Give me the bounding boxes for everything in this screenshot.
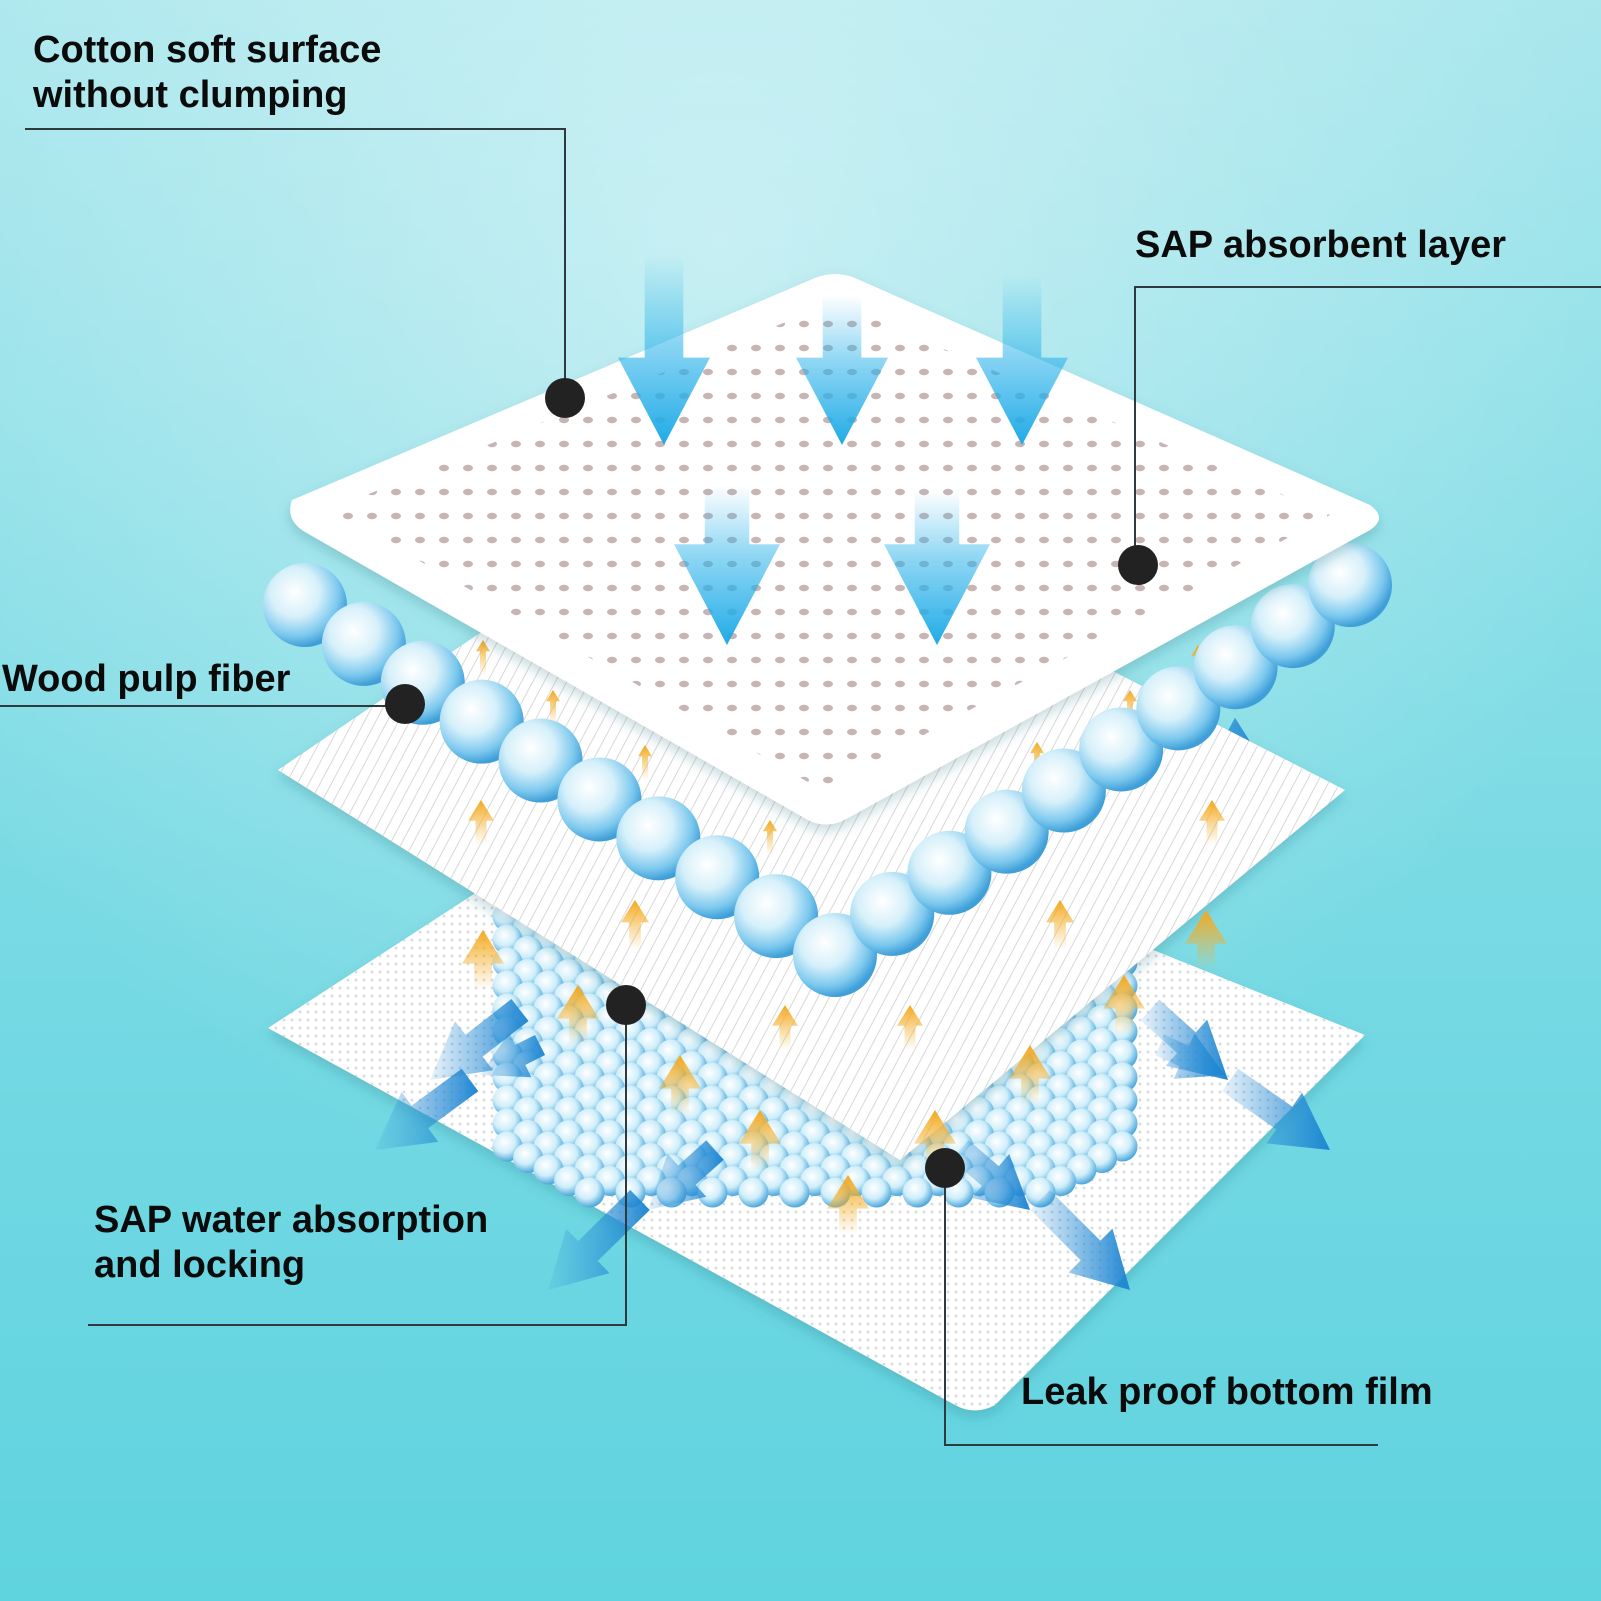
down-arrow-icon [976,275,1068,445]
label-sap-water-absorption: SAP water absorption and locking [94,1198,488,1288]
side-arrow-icon [951,1140,1030,1210]
down-arrows [618,255,1068,645]
callout-line-sap-water [88,1005,627,1326]
callout-dots [385,378,1158,1188]
up-arrow-icon [476,640,490,675]
up-arrow-icon [638,745,652,780]
up-arrow-icon [1046,900,1074,950]
side-arrow-icon [648,1140,724,1210]
down-arrow-icon [674,485,780,645]
callout-dot-icon [545,378,585,418]
side-arrow-icon [430,998,529,1080]
sap-bead [861,1177,892,1208]
up-arrow-icon [621,900,649,950]
up-arrow-icon [1123,690,1137,725]
down-arrow-icon [618,255,710,445]
label-sap-water-line1: SAP water absorption [94,1199,489,1241]
sap-bead [738,1177,769,1208]
up-arrow-icon [1103,975,1145,1035]
up-arrow-icon [462,930,504,990]
up-arrow-icon [739,1110,781,1170]
callout-lines [0,128,1601,1446]
callout-dot-icon [1118,545,1158,585]
sap-bead [902,1177,933,1208]
side-arrow-icon [375,1068,479,1150]
callout-dot-icon [925,1148,965,1188]
up-arrow-icon [1185,910,1227,970]
down-arrow-icon [796,295,888,445]
up-arrow-icon [468,800,494,845]
callout-dot-icon [606,985,646,1025]
up-arrow-icon [763,820,777,855]
label-cotton-line2: without clumping [33,74,348,116]
side-arrow-icon [1155,1033,1225,1079]
sap-big-bead [1308,543,1392,627]
label-cotton-line1: Cotton soft surface [33,29,382,71]
side-arrow-icon [1222,1068,1330,1150]
label-cotton-soft-surface: Cotton soft surface without clumping [33,28,381,118]
label-leak-proof-bottom-film: Leak proof bottom film [1021,1371,1433,1413]
label-sap-absorbent-layer: SAP absorbent layer [1135,224,1507,266]
sap-bead [574,1177,605,1208]
callout-line-leak [944,1168,1378,1446]
callout-line-cotton [25,128,566,398]
up-arrow-icon [827,1175,869,1235]
side-arrow-icon [1030,1190,1130,1290]
side-arrow-icon [480,1032,546,1078]
down-arrow-icon [884,490,990,645]
callout-line-sap-layer [1134,286,1601,565]
sap-bead [697,1177,728,1208]
up-arrow-icon [897,1005,923,1050]
sap-absorbent-layer [263,543,1392,997]
up-arrow-icon [914,1110,956,1170]
up-arrow-icon [659,1055,701,1115]
up-arrow-icon [1199,800,1225,845]
sap-bead [779,1177,810,1208]
up-arrow-icon [1009,1045,1051,1105]
up-arrow-icon [772,1005,798,1050]
label-sap-water-line2: and locking [94,1244,306,1286]
callout-dot-icon [385,684,425,724]
side-arrow-icon [548,1190,650,1290]
up-arrow-icon [546,690,560,725]
up-arrow-icon [557,985,599,1045]
label-wood-pulp-fiber: Wood pulp fiber [2,658,291,700]
